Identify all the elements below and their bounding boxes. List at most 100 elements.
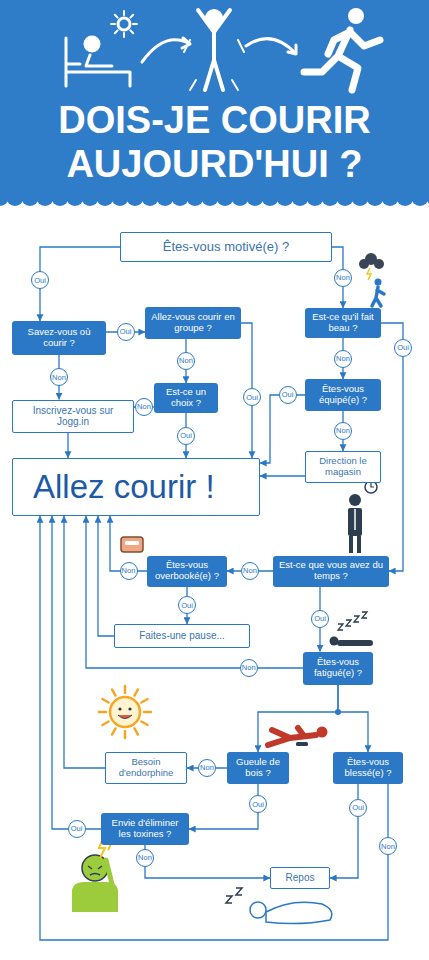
wake-up-icon [86, 55, 112, 66]
sun-icon [102, 699, 108, 703]
node-text: Gueule de bois ? [231, 757, 285, 779]
sun-icon [135, 728, 139, 734]
rain-icon [375, 279, 382, 286]
rain-icon [359, 253, 384, 306]
sun-icon [102, 722, 108, 726]
action-box: Direction le magasin [305, 451, 381, 483]
title: DOIS-JE COURIR AUJOURD'HUI ? [14, 98, 415, 186]
action-box: Inscrivez-vous sur Jogg.in [12, 400, 134, 433]
sun-icon [128, 707, 131, 710]
decision-box: Est-ce un choix ? [154, 383, 218, 413]
sun-icon [135, 689, 139, 695]
node-text: Êtes-vous blessé(e) ? [337, 757, 399, 779]
node-text: Faites-une pause... [139, 630, 225, 642]
answer-label: Non [120, 562, 138, 580]
node-text: Savez-vous où courir ? [16, 327, 102, 349]
sun-icon [99, 686, 151, 738]
flow-arrow [330, 784, 358, 878]
node-text: Besoin d'endorphine [110, 757, 182, 779]
node-text: Envie d'éliminer les toxines ? [105, 818, 185, 840]
resting-figure-icon [266, 902, 332, 923]
hangover-icon [268, 727, 328, 747]
wake-up-icon [118, 18, 130, 30]
answer-label: Oui [243, 388, 261, 406]
node-text: Êtes-vous fatigué(e) ? [307, 657, 369, 679]
clock-man-icon [371, 483, 374, 487]
sick-figure-icon [88, 866, 102, 875]
sun-icon [124, 731, 127, 738]
sun-icon [141, 722, 147, 726]
wake-up-icon [111, 11, 137, 37]
node-text: Allez-vous courir en groupe ? [149, 312, 237, 334]
node-text: Êtes-vous overbooké(e) ? [151, 560, 223, 582]
lunchbox-icon [125, 541, 139, 545]
header-band [0, 188, 429, 206]
sleeper-icon [330, 612, 371, 646]
sick-figure-icon [72, 882, 118, 912]
decision-box: Êtes-vous fatigué(e) ? [303, 652, 373, 685]
answer-label: Non [334, 422, 352, 440]
answer-label: Non [135, 398, 153, 416]
clock-man-icon [348, 508, 362, 536]
sun-icon [110, 697, 140, 727]
clock-man-icon [354, 509, 356, 530]
flow-arrow [40, 247, 120, 321]
answer-label: Oui [394, 339, 412, 357]
flow-arrow [258, 685, 338, 753]
flow-arrow [98, 516, 114, 636]
rain-icon [374, 259, 384, 269]
answer-label: Non [177, 352, 195, 370]
node-text: Repos [286, 872, 315, 884]
wake-up-icon [85, 37, 99, 51]
sun-icon [144, 711, 151, 714]
junction-dot [335, 709, 341, 715]
node-text: Inscrivez-vous sur Jogg.in [17, 405, 129, 428]
stretch-icon [184, 40, 244, 90]
node-text: Est-ce qu'il fait beau ? [309, 312, 377, 334]
flow-arrow [145, 845, 270, 878]
decision-box: Est-ce que vous avez du temps ? [273, 556, 389, 587]
sleeper-icon [330, 637, 339, 646]
wake-up-icon [133, 23, 137, 25]
rain-icon [367, 268, 371, 280]
wake-up-icon [123, 33, 125, 37]
runner-icon [304, 8, 380, 90]
sick-figure-icon [72, 838, 118, 912]
lunchbox-icon [121, 537, 143, 552]
node-text: Êtes-vous motivé(e) ? [163, 240, 289, 255]
sun-icon [99, 686, 151, 738]
wake-up-icon [123, 11, 125, 15]
wake-up-icon [142, 38, 190, 62]
decision-box: Savez-vous où courir ? [12, 321, 106, 355]
lunchbox-icon [121, 537, 143, 552]
answer-label: Non [241, 562, 259, 580]
sun-icon [118, 715, 132, 719]
sun-icon [124, 686, 127, 693]
resting-figure-icon [226, 888, 332, 924]
clock-man-icon [348, 481, 377, 553]
action-box: Repos [270, 867, 330, 889]
flow-arrow [86, 516, 303, 668]
sun-icon [118, 707, 121, 710]
answer-label: Oui [68, 820, 86, 838]
answer-label: Non [240, 659, 258, 677]
flow-arrow [189, 784, 258, 829]
wake-up-icon [66, 38, 130, 86]
flow-arrow [338, 685, 368, 753]
flow-arrow [52, 516, 101, 829]
node-text: Allez courir ! [33, 468, 215, 506]
flow-arrow [381, 323, 403, 571]
sun-icon [141, 699, 147, 703]
wake-up-icon [130, 15, 133, 18]
node-text: Êtes-vous équipé(e) ? [309, 384, 377, 406]
sun-icon [99, 711, 106, 714]
runner-icon [304, 30, 380, 90]
action-box: Besoin d'endorphine [105, 752, 187, 784]
stretch-icon [246, 39, 296, 54]
flow-arrow [260, 395, 305, 463]
answer-label: Oui [31, 271, 49, 289]
answer-label: Oui [249, 795, 267, 813]
node-text: Direction le magasin [310, 456, 376, 478]
answer-label: Oui [279, 386, 297, 404]
